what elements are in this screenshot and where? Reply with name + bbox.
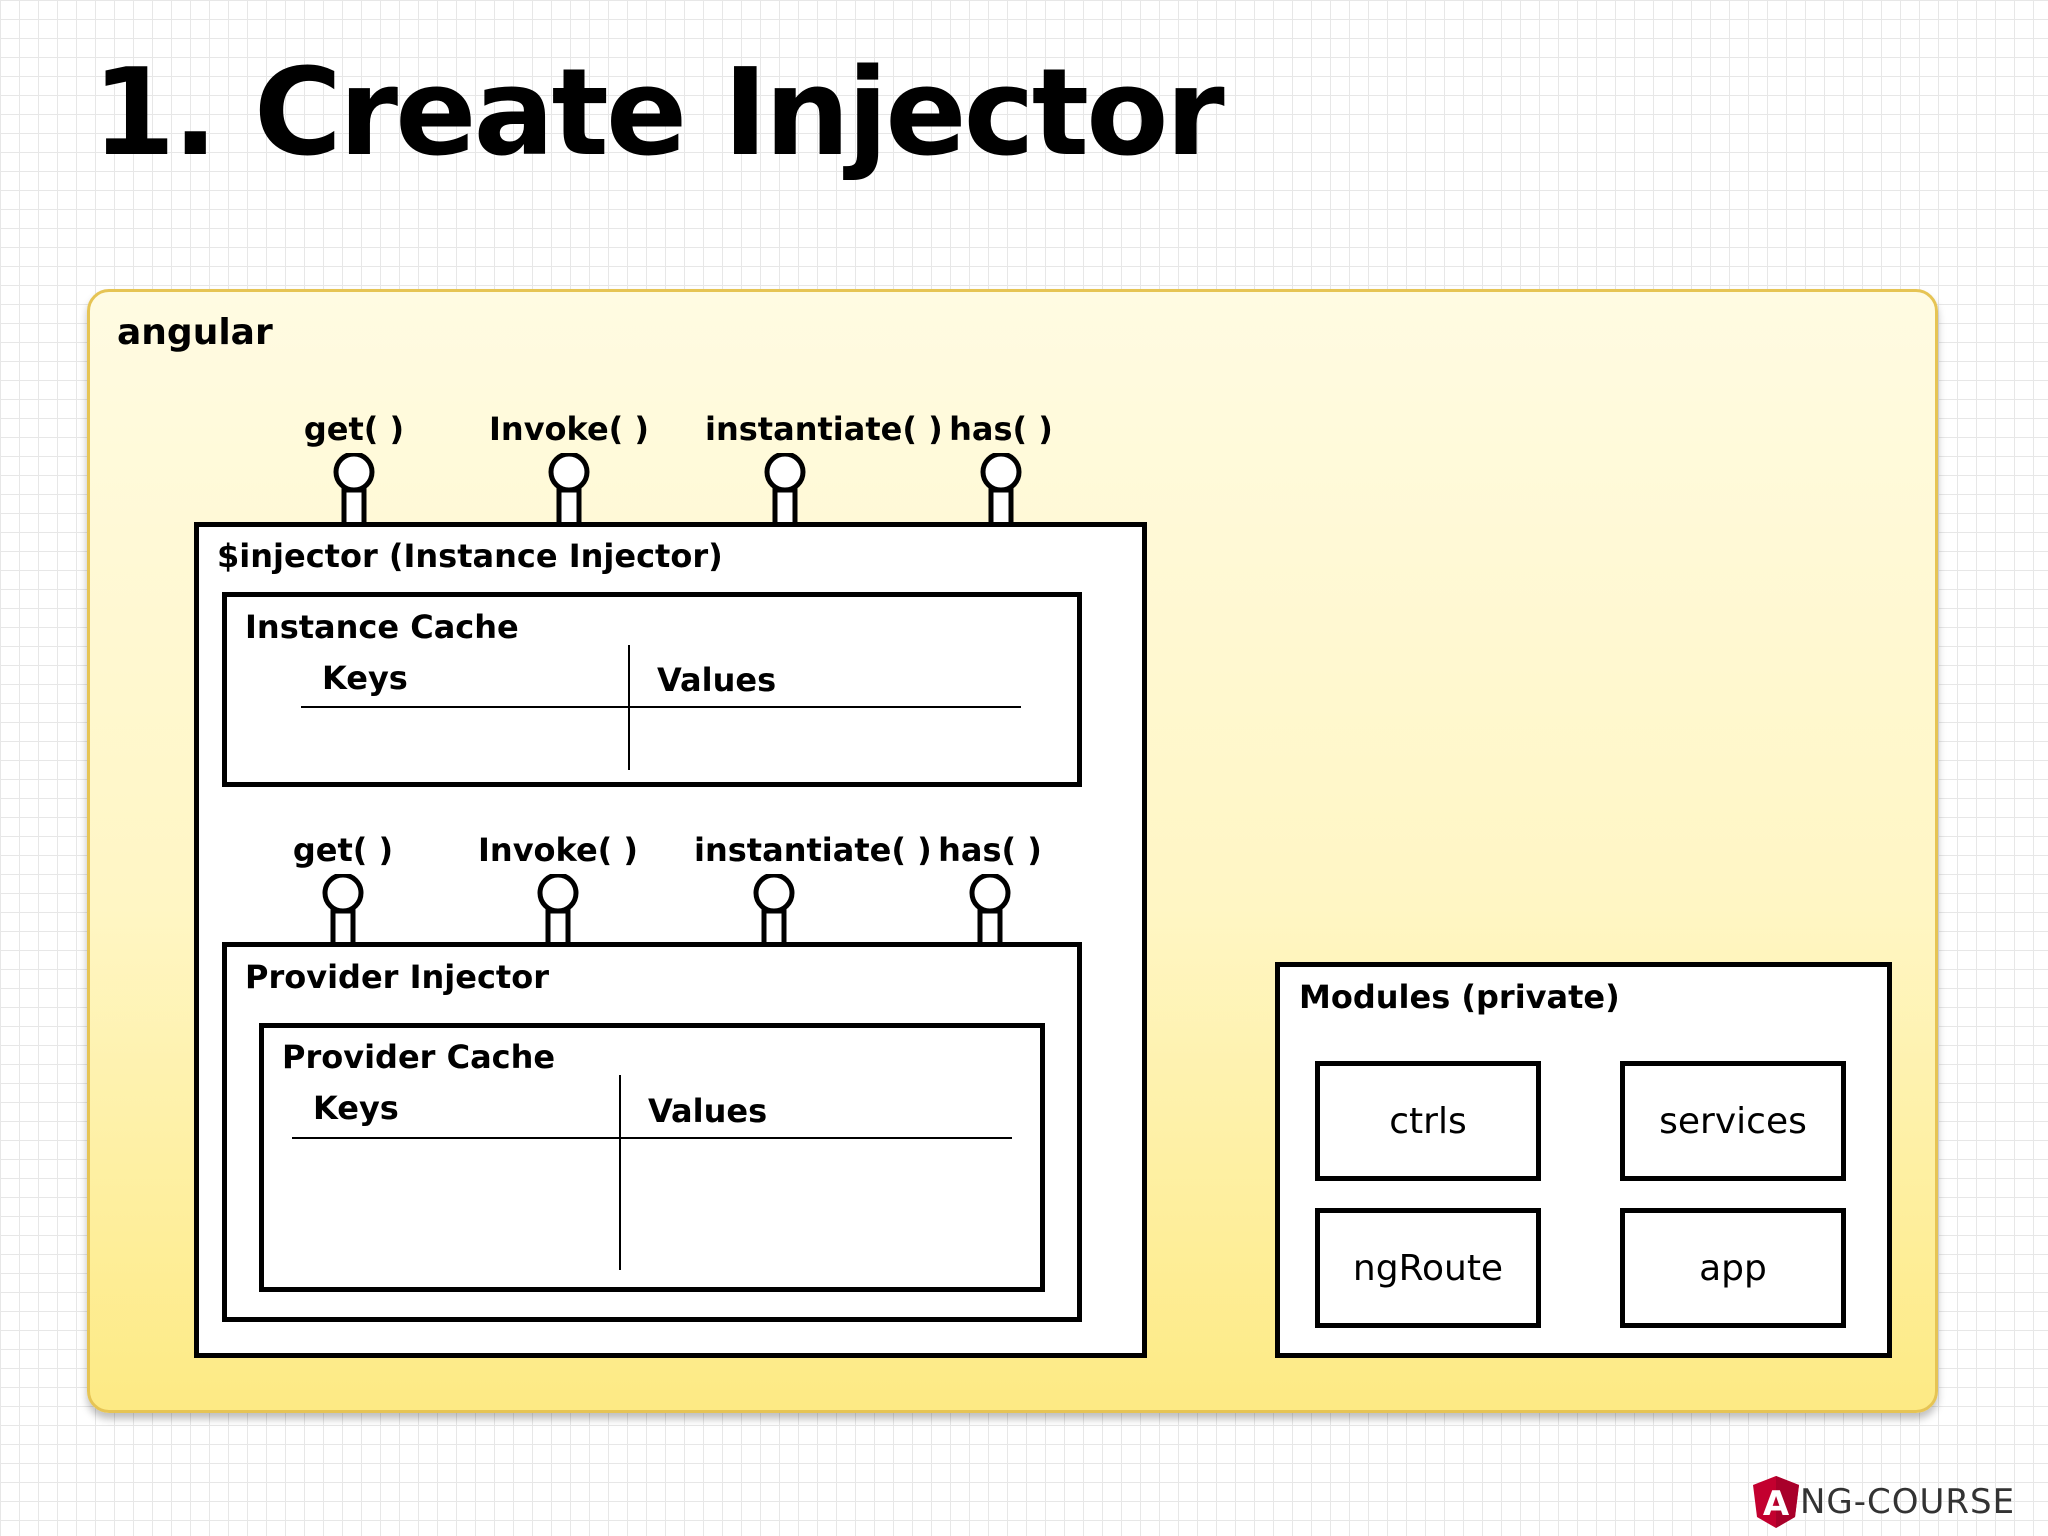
provider-cache-keys: Keys	[313, 1089, 399, 1127]
instance-cache-box	[222, 592, 1082, 787]
port-label: get( )	[292, 831, 394, 869]
provider-cache-label: Provider Cache	[282, 1038, 556, 1076]
module-services: services	[1620, 1061, 1846, 1181]
instance-cache-label: Instance Cache	[245, 608, 519, 646]
module-label: ctrls	[1389, 1100, 1467, 1142]
port-label: instantiate( )	[705, 410, 943, 448]
instance-cache-keys: Keys	[322, 659, 408, 697]
angular-label: angular	[117, 312, 273, 353]
instance-injector-label: $injector (Instance Injector)	[217, 537, 723, 575]
module-ctrls: ctrls	[1315, 1061, 1541, 1181]
instance-cache-divider	[628, 645, 630, 770]
modules-label: Modules (private)	[1299, 978, 1620, 1016]
port-label: Invoke( )	[489, 410, 650, 448]
logo-letter: A	[1763, 1484, 1790, 1524]
provider-cache-values: Values	[648, 1092, 768, 1130]
port-label: Invoke( )	[478, 831, 639, 869]
instance-cache-header-line	[301, 706, 1021, 708]
logo-text: NG-COURSE	[1800, 1482, 2016, 1522]
page-title: 1. Create Injector	[92, 44, 1225, 183]
port-label: has( )	[949, 410, 1053, 448]
provider-cache-header-line	[292, 1137, 1012, 1139]
port-label: instantiate( )	[694, 831, 932, 869]
provider-cache-box	[259, 1023, 1045, 1292]
module-label: services	[1659, 1100, 1807, 1142]
lollipop-icon	[322, 874, 364, 958]
provider-port-invoke: Invoke( )	[478, 834, 638, 984]
provider-port-get: get( )	[283, 834, 403, 984]
instance-port-get: get( )	[294, 413, 414, 563]
module-label: app	[1699, 1247, 1767, 1289]
provider-cache-divider	[619, 1075, 621, 1270]
module-ngroute: ngRoute	[1315, 1208, 1541, 1328]
port-label: get( )	[303, 410, 405, 448]
provider-injector-label: Provider Injector	[245, 958, 549, 996]
ng-course-logo: A NG-COURSE	[1752, 1474, 2015, 1530]
port-label: has( )	[938, 831, 1042, 869]
module-app: app	[1620, 1208, 1846, 1328]
module-label: ngRoute	[1352, 1247, 1504, 1289]
instance-cache-values: Values	[657, 661, 777, 699]
angular-shield-icon: A	[1753, 1476, 1799, 1528]
